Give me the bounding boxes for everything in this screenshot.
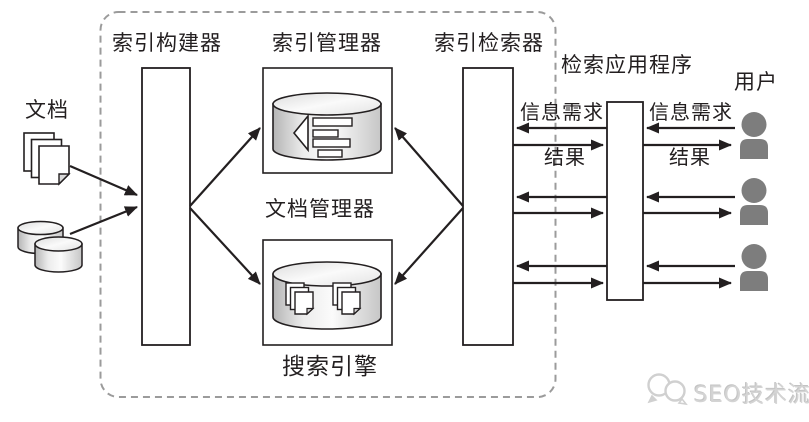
database-cylinder-icon bbox=[34, 236, 83, 273]
person-icon bbox=[740, 244, 768, 291]
flow-arrows bbox=[69, 122, 735, 289]
arrow-retriever-to-document-manager bbox=[394, 207, 464, 285]
search-engine-boundary bbox=[99, 11, 557, 398]
page-stack-icon bbox=[332, 282, 362, 316]
label-documents: 文档 bbox=[25, 98, 69, 122]
watermark: SEO技术流 bbox=[694, 383, 809, 408]
chat-bubbles-logo-icon bbox=[647, 373, 688, 406]
arrow-builder-to-document-manager bbox=[189, 207, 261, 285]
label-results-right: 结果 bbox=[669, 145, 711, 169]
inverted-index-cylinder-icon bbox=[272, 92, 382, 161]
label-search-application: 检索应用程序 bbox=[561, 53, 693, 77]
label-information-need-left: 信息需求 bbox=[520, 100, 604, 124]
arrow-builder-to-index-manager bbox=[189, 127, 261, 207]
person-icon bbox=[740, 112, 768, 159]
label-index-retriever: 索引检索器 bbox=[434, 31, 544, 55]
arrow-database-to-builder bbox=[69, 205, 138, 236]
arrow-documents-to-builder bbox=[69, 164, 138, 197]
label-index-manager: 索引管理器 bbox=[272, 31, 382, 55]
arrow-retriever-to-index-manager bbox=[394, 127, 464, 207]
index-builder-box bbox=[141, 67, 191, 346]
document-stack-icon bbox=[23, 132, 71, 186]
person-icon bbox=[740, 178, 768, 225]
label-document-manager: 文档管理器 bbox=[265, 197, 375, 221]
index-retriever-box bbox=[462, 67, 514, 346]
label-results-left: 结果 bbox=[544, 145, 586, 169]
left-triangle-glyph bbox=[292, 113, 309, 153]
document-store-cylinder-icon bbox=[272, 261, 382, 330]
search-application-box bbox=[606, 101, 644, 301]
label-index-builder: 索引构建器 bbox=[112, 31, 222, 55]
label-information-need-right: 信息需求 bbox=[649, 100, 733, 124]
label-users: 用户 bbox=[734, 70, 778, 94]
page-stack-icon bbox=[285, 282, 315, 316]
user-icons bbox=[740, 112, 768, 291]
label-search-engine: 搜索引擎 bbox=[282, 354, 378, 380]
